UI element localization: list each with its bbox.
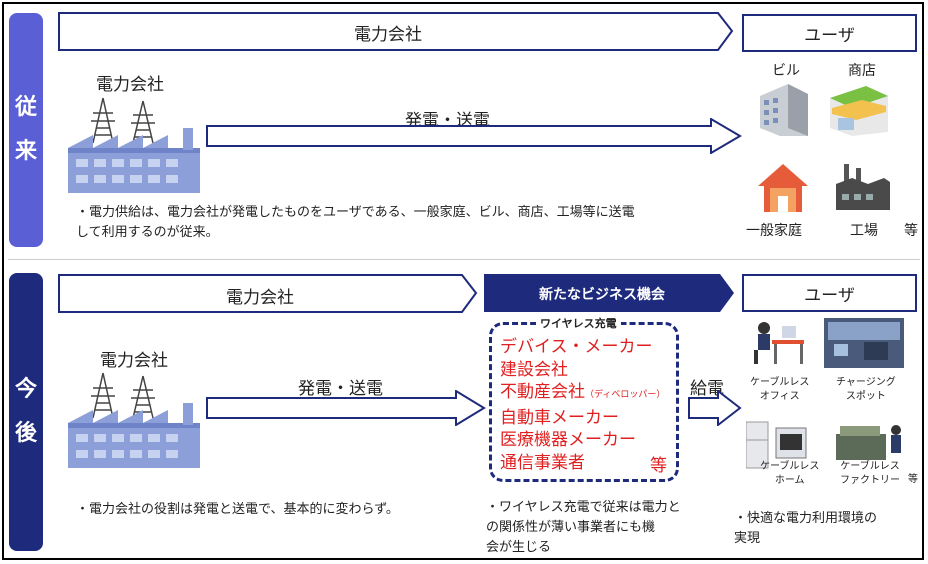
user-building-label: ビル [772,63,800,79]
wireless-title: ワイヤレス充電 [536,315,621,331]
user-home-label-after: ケーブルレス ホーム [760,461,820,486]
after-business-note-line-1: ・ワイヤレス充電で従来は電力と [486,500,681,515]
supply-label: 給電 [690,379,724,399]
after-business-note-line-3: 会が生じる [486,540,552,555]
after-user-header: ユーザ [742,274,917,312]
home-appliance-icon [746,421,807,469]
after-user-note-line-1: ・快適な電力利用環境の [734,511,878,526]
office-icon [754,322,804,364]
after-business-note-line-2: の関係性が薄い事業者にも機 [486,520,656,535]
shop-icon [830,86,888,136]
developer-note: （ディベロッパー） [585,390,666,400]
after-company-header: 電力会社 [226,288,294,308]
before-label-char-1: 従 [14,95,37,120]
business-item: 自動車メーカー [500,407,619,428]
after-business-header-arrow [484,274,734,312]
after-business-header: 新たなビジネス機会 [539,287,665,303]
after-section-label: 今 後 [9,273,43,551]
user-etc-label-after: 等 [908,474,918,485]
after-user-note: ・快適な電力利用環境の 実現 [734,509,877,549]
user-factory-label: 工場 [850,223,878,239]
before-note: ・電力供給は、電力会社が発電したものをユーザである、一般家庭、ビル、商店、工場等… [76,203,635,243]
before-company-label: 電力会社 [96,75,164,95]
supply-arrow [688,390,742,426]
before-section-label: 従 来 [9,13,43,247]
after-user-note-line-2: 実現 [734,531,761,546]
after-label-char-1: 今 [14,377,37,402]
business-item: 医療機器メーカー [500,430,636,450]
before-label-char-2: 来 [14,139,37,164]
user-home-label: 一般家庭 [746,223,802,239]
section-divider [8,259,920,260]
business-item: 不動産会社（ディベロッパー） [500,381,665,407]
charging-spot-icon [824,318,904,368]
power-plant-icon [68,97,200,193]
business-item-text: 不動産会社 [500,382,585,402]
business-item: 建設会社 [500,359,568,380]
user-etc-label: 等 [904,223,918,239]
before-note-line-1: ・電力供給は、電力会社が発電したものをユーザである、一般家庭、ビル、商店、工場等… [76,205,635,220]
cableless-factory-icon [836,425,901,460]
after-label-char-2: 後 [14,421,37,446]
factory-icon [836,164,890,210]
home-icon [758,164,808,212]
before-note-line-2: して利用するのが従来。 [76,225,219,240]
after-arrow-label: 発電・送電 [298,379,383,399]
after-business-note: ・ワイヤレス充電で従来は電力と の関係性が薄い事業者にも機 会が生じる [486,498,681,558]
after-company-label: 電力会社 [100,351,168,371]
user-factory-label-after: ケーブルレス ファクトリー [840,461,900,486]
business-list: デバイス・メーカー 建設会社 不動産会社（ディベロッパー） 自動車メーカー 医療… [500,336,665,474]
business-etc: 等 [650,456,667,476]
business-item: 通信事業者 [500,452,585,473]
after-company-note: ・電力会社の役割は発電と送電で、基本的に変わらず。 [76,502,399,517]
business-item: デバイス・メーカー [500,337,653,357]
before-user-header: ユーザ [742,14,917,52]
before-company-header-arrow [58,12,734,51]
after-company-header-arrow [58,274,478,313]
building-icon [760,84,808,136]
after-transmission-arrow [206,390,486,426]
user-office-label: ケーブルレス オフィス [750,377,810,402]
before-transmission-arrow [206,118,742,154]
before-company-header: 電力会社 [354,25,422,45]
user-charging-label: チャージング スポット [836,377,896,402]
power-plant-icon-after [68,372,200,468]
user-shop-label: 商店 [848,63,876,79]
